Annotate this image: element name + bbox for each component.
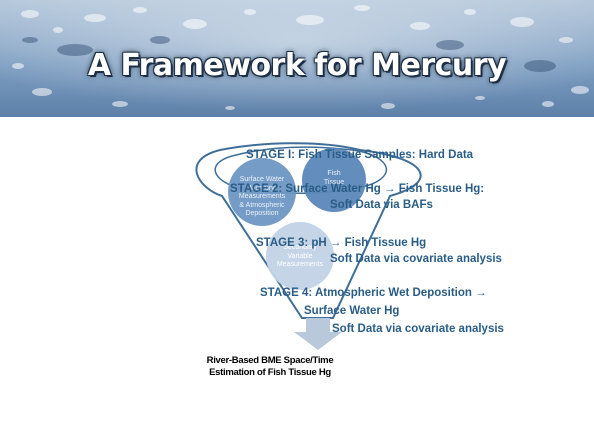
slide-title: A Framework for Mercury: [87, 48, 507, 83]
funnel-inner-outline: [214, 146, 388, 194]
funnel-diagram: [195, 142, 422, 350]
stage-3-sublabel: Soft Data via covariate analysis: [330, 253, 502, 265]
circle-secondary-variables: [266, 222, 334, 290]
title-banner: [0, 0, 594, 117]
stage-4-sublabel-1: Surface Water Hg: [304, 305, 400, 317]
stage-4-label: STAGE 4: Atmospheric Wet Deposition →: [260, 287, 487, 299]
stage-2-label: STAGE 2: Surface Water Hg → Fish Tissue …: [230, 183, 485, 195]
funnel-outline: [195, 142, 422, 319]
output-label: River-Based BME Space/Time Estimation of…: [206, 355, 334, 378]
circle-right-label: Fish Tissue: [323, 170, 345, 186]
circle-fish-tissue: [302, 148, 366, 212]
water-droplets: [12, 5, 589, 110]
circle-left-label: Surface Water Mercury Measurements & Atm…: [238, 176, 286, 217]
circle-bottom-label: Secondary Variable Measurements: [276, 244, 324, 268]
stage-4-sublabel-2: Soft Data via covariate analysis: [332, 323, 504, 335]
stage-3-label: STAGE 3: pH → Fish Tissue Hg: [256, 237, 427, 249]
stage-1-label: STAGE I: Fish Tissue Samples: Hard Data: [246, 149, 474, 161]
stage-2-sublabel: Soft Data via BAFs: [330, 199, 433, 211]
circle-surface-water-mercury: [228, 158, 296, 226]
down-arrow: [294, 318, 342, 350]
